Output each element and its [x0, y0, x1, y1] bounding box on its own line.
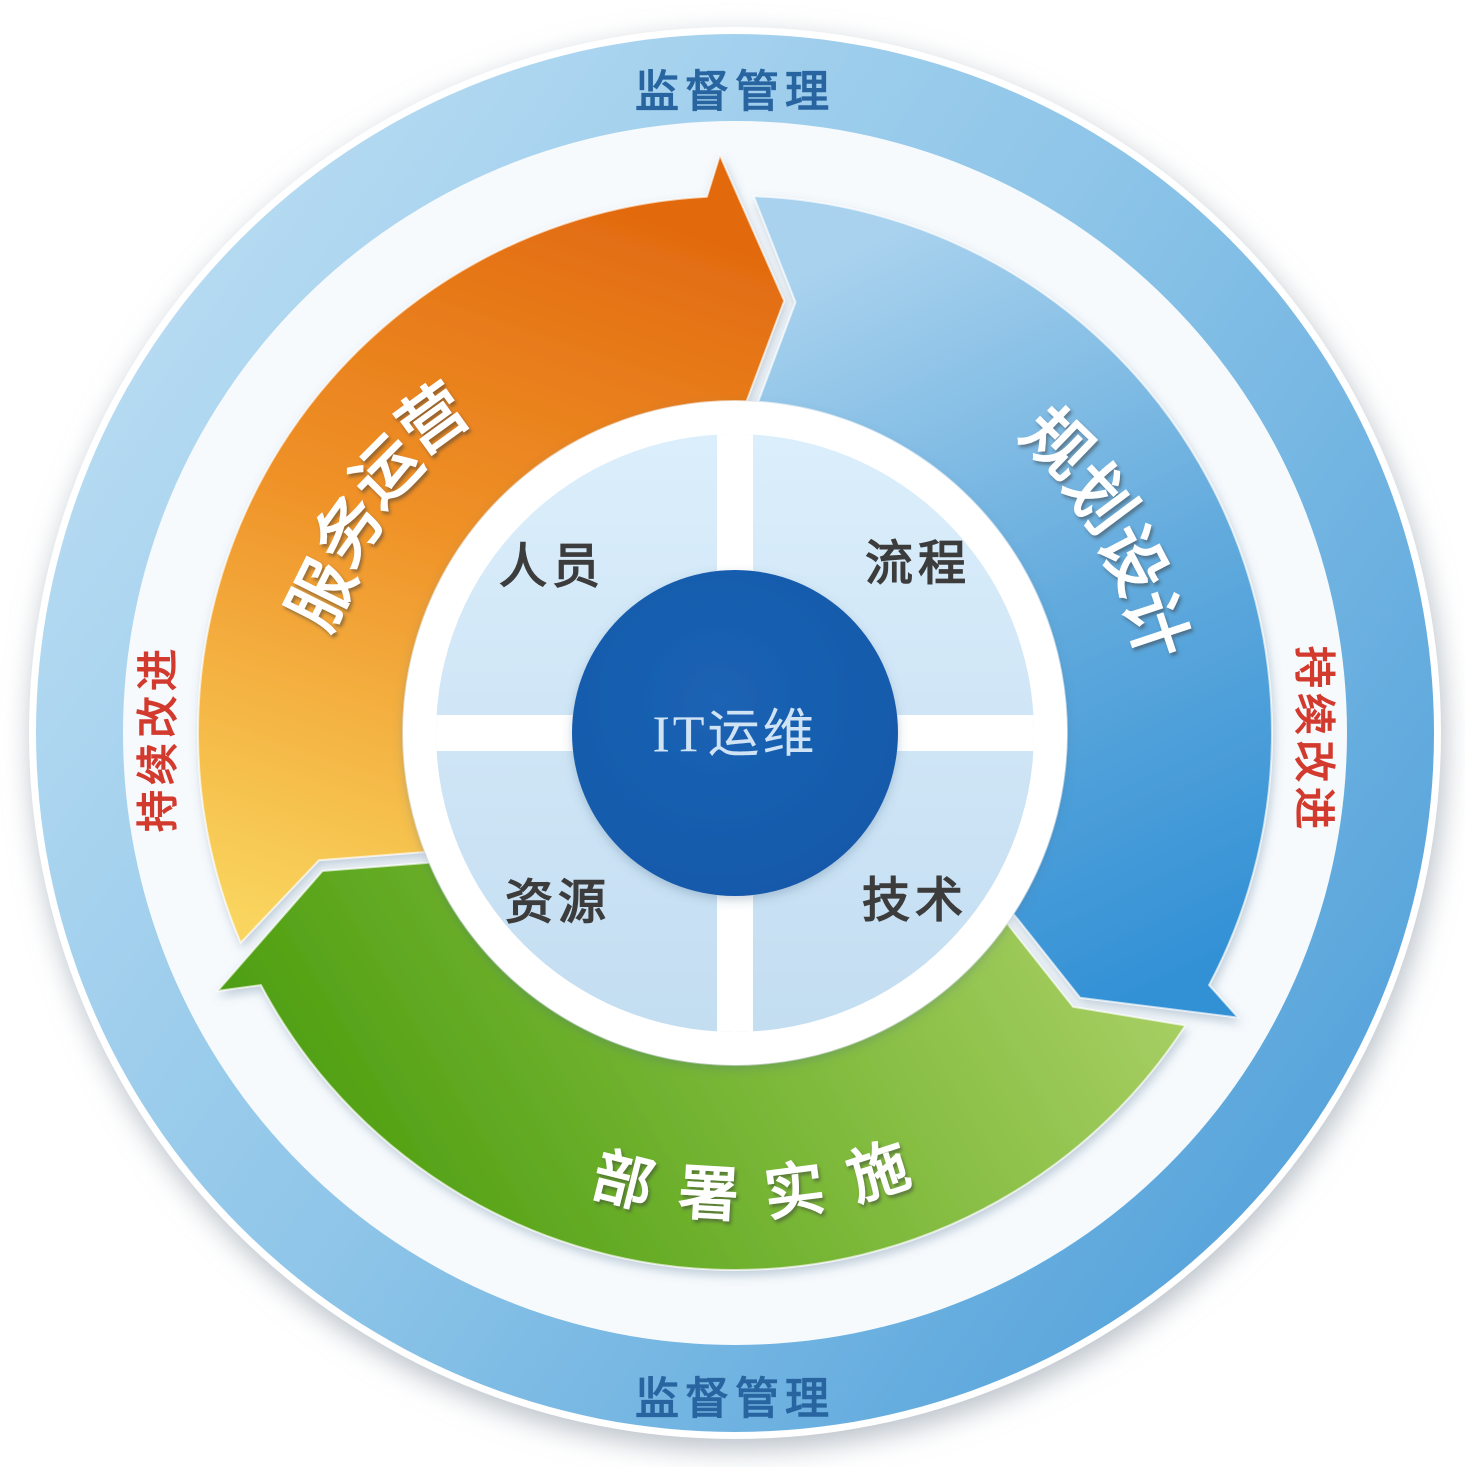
quadrant-label-resources: 资源: [505, 877, 611, 930]
improvement-label-right: 持续改进: [1291, 646, 1338, 834]
cycle-arcs: [197, 152, 1273, 1271]
supervision-label-bottom: 监督管理: [635, 1375, 835, 1424]
arc-label-char: 实: [760, 1154, 828, 1228]
core-circle: [572, 570, 898, 896]
arc-label-char: 署: [677, 1159, 741, 1229]
quadrant-label-technology: 技术: [862, 875, 968, 928]
quadrant-label-process: 流程: [865, 538, 971, 591]
supervision-label-top: 监督管理: [635, 68, 835, 117]
arc-deployment-implementation: [215, 861, 1188, 1271]
quadrant-label-personnel: 人员: [499, 541, 605, 594]
improvement-label-left: 持续改进: [135, 644, 182, 832]
core-label: IT运维: [652, 707, 817, 764]
